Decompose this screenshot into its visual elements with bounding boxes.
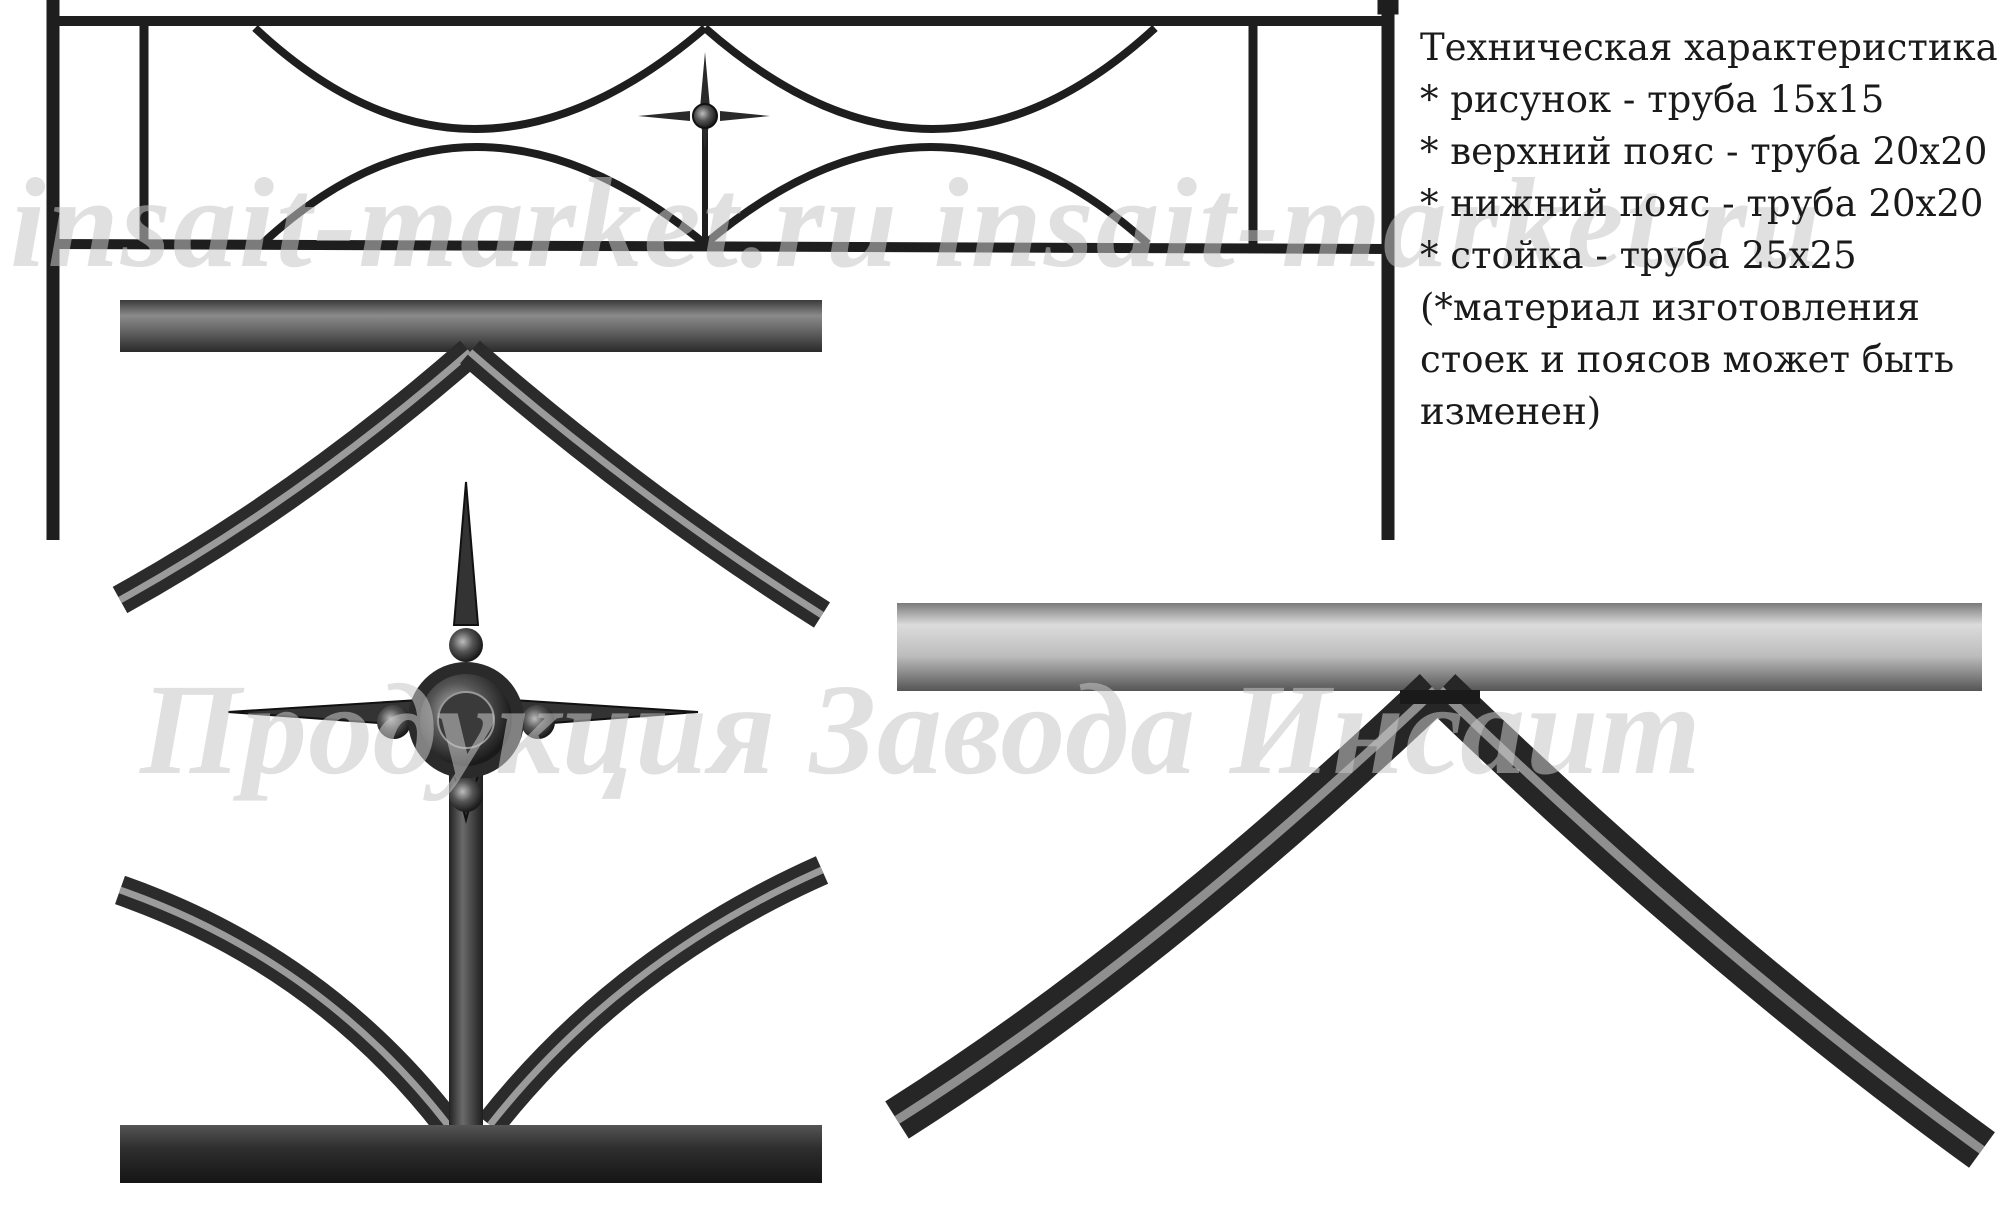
- fence-arc: [702, 24, 1158, 133]
- spec-note-line: (*материал изготовления: [1420, 286, 1920, 329]
- spec-title: Техническая характеристика:: [1420, 26, 2000, 69]
- fence-arc: [259, 143, 708, 248]
- spec-item-bottom-rail: * нижний пояс - труба 20х20: [1420, 182, 1984, 225]
- fence-cross-ornament: [638, 52, 770, 150]
- detail-cross-ornament: [227, 481, 699, 824]
- spec-panel: Техническая характеристика: * рисунок - …: [1420, 22, 2000, 438]
- detail-top-rail: [120, 300, 822, 352]
- fence-arc: [252, 24, 708, 133]
- fence-arc: [702, 143, 1151, 248]
- spec-item-pattern: * рисунок - труба 15х15: [1420, 78, 1885, 121]
- joint-top-rail: [897, 603, 1982, 691]
- fence-post-cap: [1377, 0, 1399, 15]
- detail-arc: [460, 340, 831, 628]
- fence-bottom-rail: [52, 239, 1389, 254]
- fence-section-drawing: [46, 0, 1399, 540]
- joint-arc: [1424, 674, 1995, 1168]
- photo-joint-detail: [885, 603, 1995, 1168]
- photo-cross-detail: [112, 300, 831, 1183]
- joint-arc: [885, 674, 1451, 1139]
- spec-note-line: стоек и поясов может быть: [1420, 338, 1955, 381]
- detail-arc: [115, 875, 460, 1135]
- detail-arc: [112, 340, 480, 614]
- detail-bottom-rail: [120, 1125, 822, 1183]
- detail-arc: [478, 856, 829, 1135]
- spec-note-line: изменен): [1420, 390, 1602, 433]
- spec-item-top-rail: * верхний пояс - труба 20х20: [1420, 130, 1988, 173]
- spec-item-post: * стойка - труба 25х25: [1420, 234, 1857, 277]
